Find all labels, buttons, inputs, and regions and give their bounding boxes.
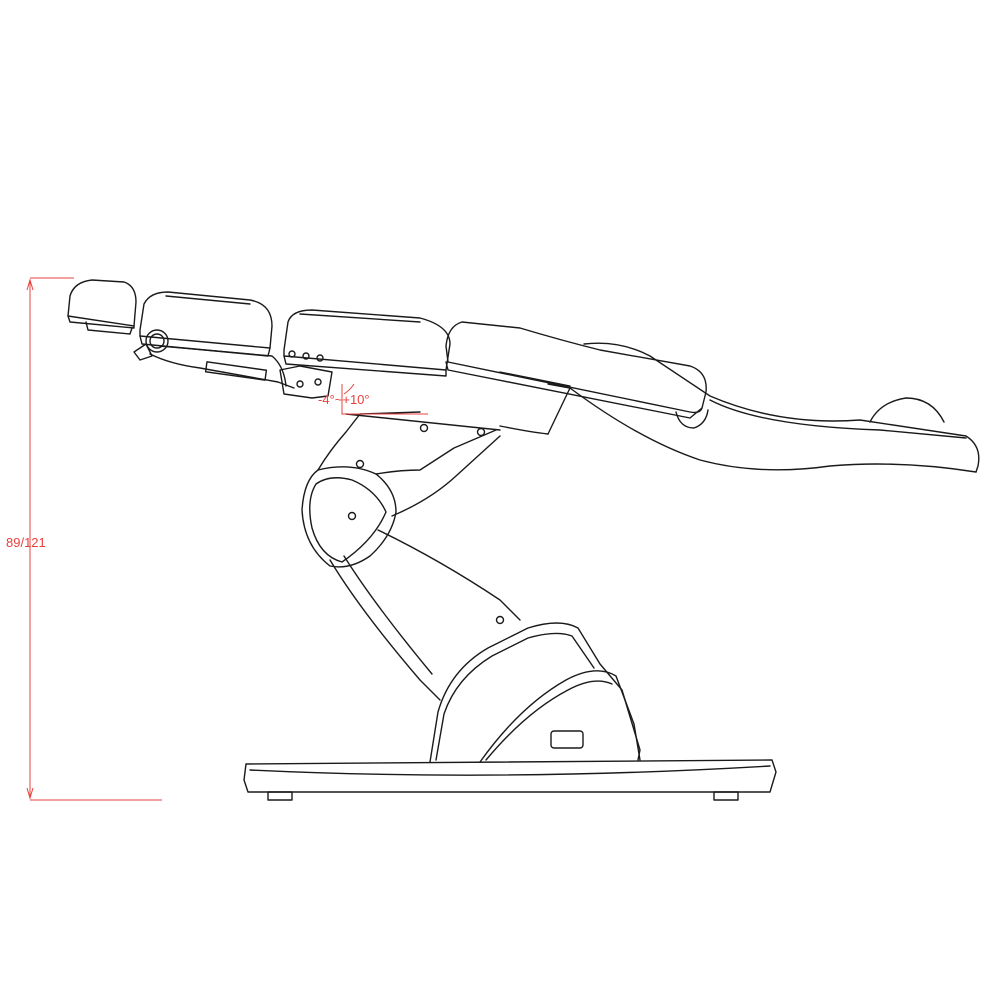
recline-mechanism (133, 329, 333, 399)
control-panel-icon (550, 730, 584, 749)
angle-arc-icon (343, 383, 355, 395)
back-cushion-lower (283, 309, 451, 377)
lower-arm (329, 529, 521, 701)
base-plate (243, 759, 777, 801)
arrow-up-icon (26, 278, 34, 291)
pedestal (429, 622, 641, 763)
angle-reference-line (341, 384, 428, 415)
upper-arm (317, 411, 501, 517)
leg-rest (569, 342, 980, 473)
arrow-down-icon (26, 787, 34, 800)
height-dimension-label: 89/121 (6, 535, 46, 550)
dimension-lines (26, 277, 428, 801)
headrest (67, 279, 137, 335)
seat-cushion (445, 321, 707, 419)
joint (301, 466, 397, 568)
angle-dimension-label: -4°~+10° (318, 392, 370, 407)
